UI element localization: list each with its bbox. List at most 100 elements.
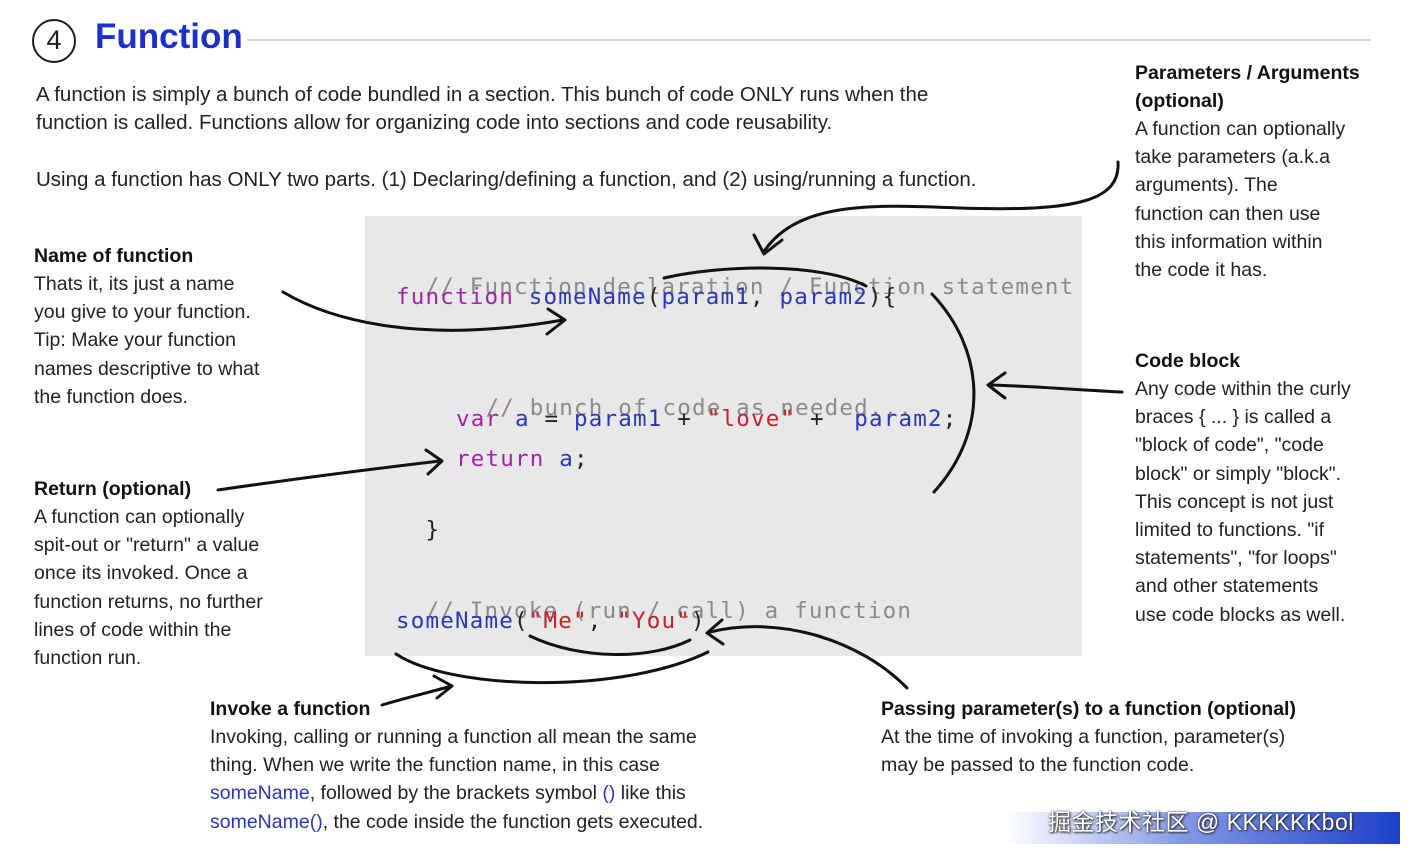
param2: param2	[779, 284, 868, 310]
annotation-line: Any code within the curly	[1135, 378, 1351, 400]
annotation-heading: (optional)	[1135, 90, 1224, 112]
equals-operator: =	[529, 406, 574, 432]
code-line-comment-declaration: // Function declaration / Function state…	[396, 242, 1074, 302]
close-brace: }	[425, 517, 441, 543]
code-line-close-brace: }	[396, 485, 440, 545]
keyword-function: function	[396, 284, 514, 310]
code-line-comment-invoke: // Invoke (run / call) a function	[396, 566, 912, 626]
param-comma: ,	[749, 284, 780, 310]
annotation-line: names descriptive to what	[34, 357, 260, 380]
annotation-line: arguments). The	[1135, 174, 1278, 197]
annotation-parameters: Parameters / Arguments (optional) A func…	[1135, 59, 1400, 284]
call-open-paren: (	[513, 608, 529, 634]
annotation-line: once its invoked. Once a	[34, 562, 248, 585]
annotation-line: braces { ... } is called a	[1135, 406, 1332, 429]
annotation-line: someName, followed by the brackets symbo…	[210, 779, 770, 807]
annotation-line: thing. When we write the function name, …	[210, 754, 660, 777]
annotation-line: this information within	[1135, 230, 1323, 253]
annotation-line: use code blocks as well.	[1135, 603, 1346, 626]
annotation-heading: Name of function	[34, 245, 194, 267]
arrowhead-parameters	[752, 233, 784, 256]
semicolon: ;	[573, 446, 589, 472]
arrow-invoke	[380, 684, 454, 707]
underline-parameters	[662, 266, 868, 288]
call-function-name: someName	[396, 608, 514, 634]
inline-code-brackets: ()	[602, 782, 616, 805]
code-line-invoke: someName("Me", "You")	[396, 606, 706, 636]
annotation-line: This concept is not just	[1135, 490, 1334, 513]
underline-invoke	[394, 650, 710, 685]
intro-line-1: A function is simply a bunch of code bun…	[36, 83, 929, 106]
annotation-line: Thats it, its just a name	[34, 273, 235, 295]
annotation-line: function run.	[34, 647, 142, 670]
code-comment: // Function declaration / Function state…	[425, 274, 1075, 300]
keyword-return: return	[456, 446, 545, 472]
annotation-line: function can then use	[1135, 202, 1321, 225]
annotation-line: block" or simply "block".	[1135, 462, 1342, 485]
annotation-line: At the time of invoking a function, para…	[881, 726, 1286, 748]
annotation-text: like this	[615, 782, 686, 805]
arrow-parameters	[763, 160, 1120, 252]
param2-use: param2	[854, 406, 943, 432]
arrow-code-block	[988, 383, 1124, 394]
function-name: someName	[528, 284, 647, 310]
annotation-name-of-function: Name of function Thats it, its just a na…	[34, 242, 304, 411]
arrowhead-passing	[705, 618, 725, 646]
code-line-function-header: function someName(param1, param2){	[396, 282, 897, 312]
annotation-return: Return (optional) A function can optiona…	[34, 475, 314, 672]
annotation-text: , the code inside the function gets exec…	[322, 810, 704, 833]
semicolon: ;	[942, 406, 958, 432]
annotation-line: the code it has.	[1135, 259, 1268, 282]
call-close-paren: )	[690, 608, 706, 634]
arrowhead-name-of-function	[545, 307, 567, 336]
plus-operator: +	[795, 406, 855, 432]
string-me: "Me"	[528, 608, 588, 634]
annotation-code-block: Code block Any code within the curly bra…	[1135, 347, 1400, 629]
brace-code-block	[930, 292, 976, 494]
open-brace: ){	[867, 284, 898, 310]
string-you: "You"	[617, 608, 691, 634]
page-title: Function	[95, 17, 243, 56]
annotation-passing-parameters: Passing parameter(s) to a function (opti…	[881, 695, 1381, 779]
annotation-line: A function can optionally	[34, 506, 245, 528]
arrowhead-code-block	[986, 371, 1007, 400]
annotation-line: Invoking, calling or running a function …	[210, 726, 697, 748]
annotation-line: someName(), the code inside the function…	[210, 808, 770, 836]
inline-code-somename-call: someName()	[210, 810, 323, 833]
annotation-line: Tip: Make your function	[34, 329, 236, 352]
code-comment: // Invoke (run / call) a function	[425, 598, 913, 624]
intro-line-2: function is called. Functions allow for …	[36, 111, 833, 134]
annotation-text: , followed by the brackets symbol	[309, 782, 603, 805]
annotation-line: and other statements	[1135, 575, 1319, 598]
annotation-invoke: Invoke a function Invoking, calling or r…	[210, 695, 770, 836]
step-number-badge: 4	[32, 19, 76, 63]
annotation-line: spit-out or "return" a value	[34, 534, 260, 557]
code-line-return: return a;	[456, 444, 589, 474]
string-love: "love"	[706, 406, 796, 432]
watermark-text: 掘金技术社区 @ KKKKKKbol	[1048, 809, 1354, 835]
annotation-heading: Code block	[1135, 350, 1241, 372]
arrowhead-return	[424, 448, 444, 476]
annotation-heading: Invoke a function	[210, 698, 371, 720]
annotation-line: A function can optionally	[1135, 118, 1346, 140]
watermark-bar	[1005, 812, 1400, 844]
return-value: a	[559, 446, 574, 472]
arrow-return	[216, 459, 442, 492]
code-line-comment-bunch: // bunch of code as needed...	[456, 363, 913, 423]
var-a: a	[515, 406, 530, 432]
title-divider	[247, 39, 1371, 41]
annotation-heading: Passing parameter(s) to a function (opti…	[881, 698, 1296, 720]
annotation-line: lines of code within the	[34, 618, 232, 641]
annotation-line: function returns, no further	[34, 590, 263, 613]
plus-operator: +	[662, 406, 707, 432]
arrow-name-of-function	[281, 290, 565, 332]
annotation-line: take parameters (a.k.a	[1135, 146, 1331, 169]
keyword-var: var	[456, 406, 501, 432]
code-panel	[365, 216, 1082, 656]
call-comma: ,	[587, 608, 618, 634]
underline-passing	[528, 634, 692, 656]
annotation-line: the function does.	[34, 385, 188, 408]
arrowhead-invoke	[432, 674, 454, 700]
open-paren: (	[646, 284, 662, 310]
